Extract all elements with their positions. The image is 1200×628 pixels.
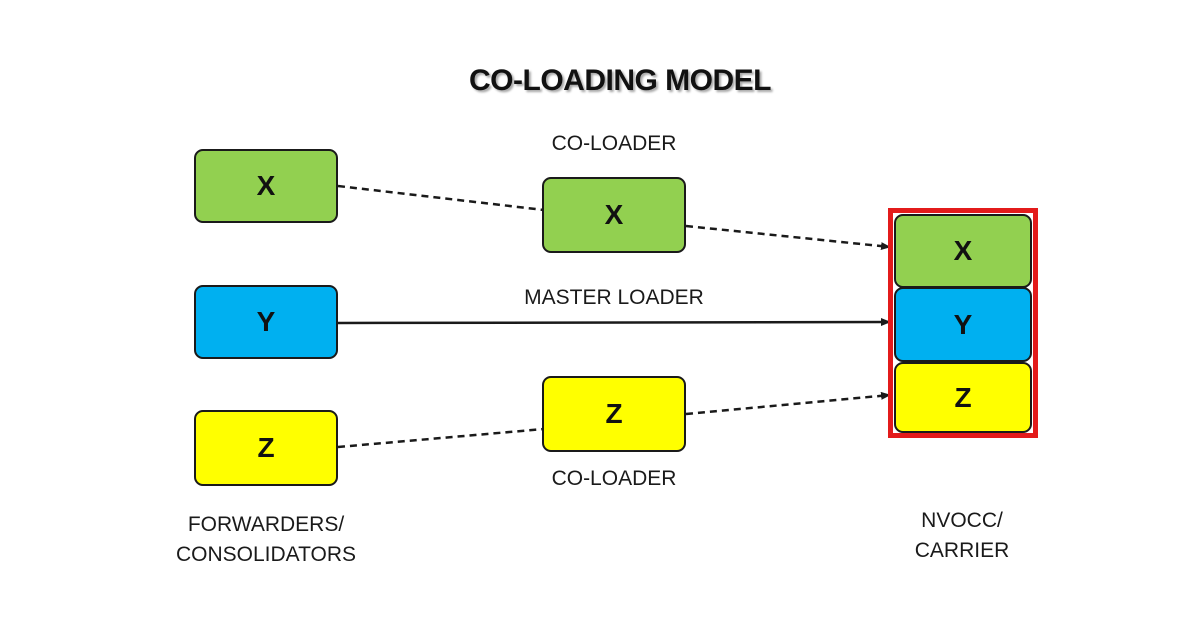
dashed-connector-forwarder-x-to-coloader-x (337, 184, 545, 212)
forwarders-caption: FORWARDERS/ CONSOLIDATORS (146, 510, 386, 570)
coloader-bottom-label: CO-LOADER (551, 467, 677, 490)
carrier-container-frame: X Y Z (888, 208, 1038, 438)
forwarders-caption-line1: FORWARDERS/ (187, 513, 345, 536)
dashed-connector-forwarder-z-to-coloader-z (337, 427, 545, 449)
carrier-x-box: X (894, 214, 1032, 288)
dashed-arrow-coloader-x-to-carrier-x (685, 224, 891, 251)
carrier-caption-line1: NVOCC/ (921, 509, 1003, 532)
carrier-caption-line2: CARRIER (914, 539, 1010, 562)
solid-arrow-forwarder-y-to-carrier-y (337, 318, 891, 327)
forwarder-y-box: Y (194, 285, 338, 359)
carrier-caption: NVOCC/ CARRIER (862, 506, 1062, 566)
forwarder-x-box: X (194, 149, 338, 223)
carrier-z-box: Z (894, 362, 1032, 433)
forwarder-z-box: Z (194, 410, 338, 486)
dashed-arrow-coloader-z-to-carrier-z (685, 391, 891, 416)
carrier-y-box: Y (894, 287, 1032, 362)
coloader-x-box: X (542, 177, 686, 253)
forwarders-caption-line2: CONSOLIDATORS (175, 543, 357, 566)
diagram-title: CO-LOADING MODEL (469, 64, 771, 97)
coloader-z-box: Z (542, 376, 686, 452)
coloader-top-label: CO-LOADER (551, 132, 677, 155)
master-loader-label: MASTER LOADER (524, 286, 704, 309)
